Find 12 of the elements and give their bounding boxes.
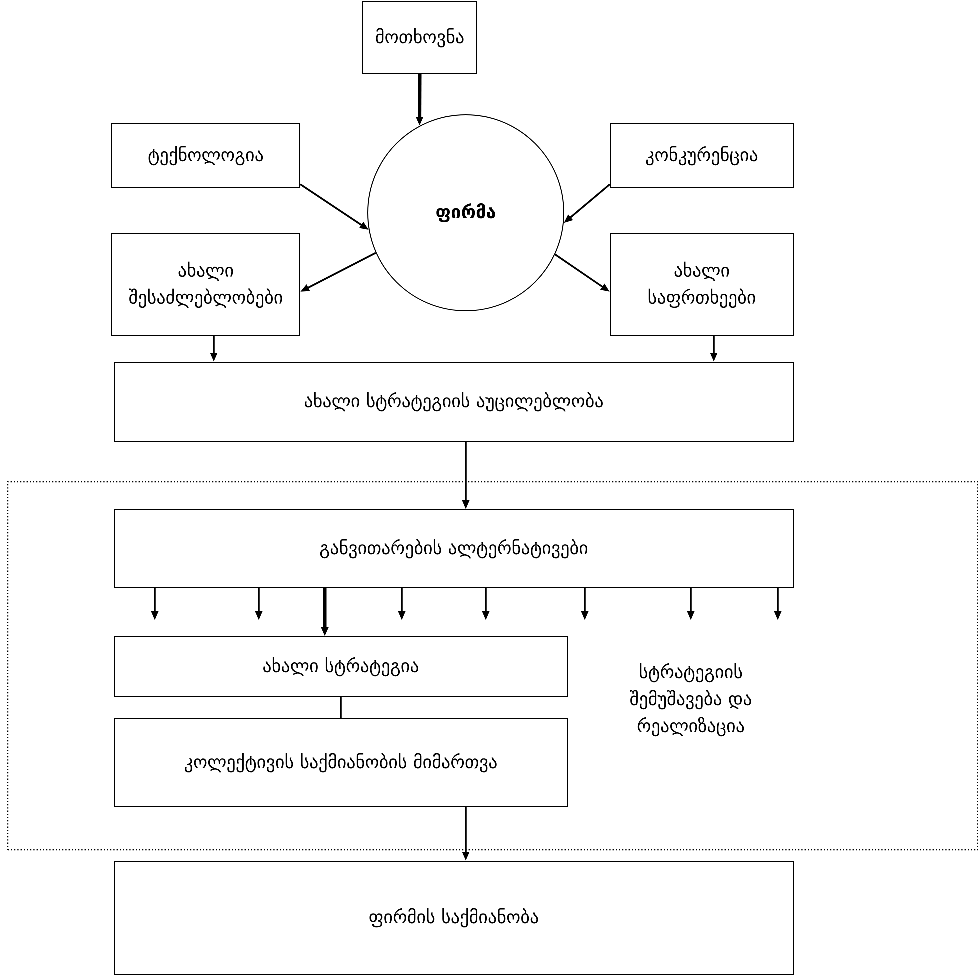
box: კონკურენცია xyxy=(610,124,794,188)
box: ახალი შესაძლებლობები xyxy=(112,234,300,336)
frame-label: სტრატეგიის შემუშავება და რეალიზაცია xyxy=(630,663,752,737)
connector-line xyxy=(340,698,342,718)
box: განვითარების ალტერნატივები xyxy=(114,510,794,588)
box: მოთხოვნა xyxy=(362,2,478,74)
box: ახალი სტრატეგია xyxy=(114,636,568,698)
box: ახალი სტრატეგიის აუცილებლობა xyxy=(114,362,794,442)
box: კოლექტივის საქმიანობის მიმართვა xyxy=(114,718,568,808)
box: ტექნოლოგია xyxy=(112,124,300,188)
box: ახალი საფრთხეები xyxy=(610,234,794,336)
box: ფირმის საქმიანობა xyxy=(114,861,794,975)
